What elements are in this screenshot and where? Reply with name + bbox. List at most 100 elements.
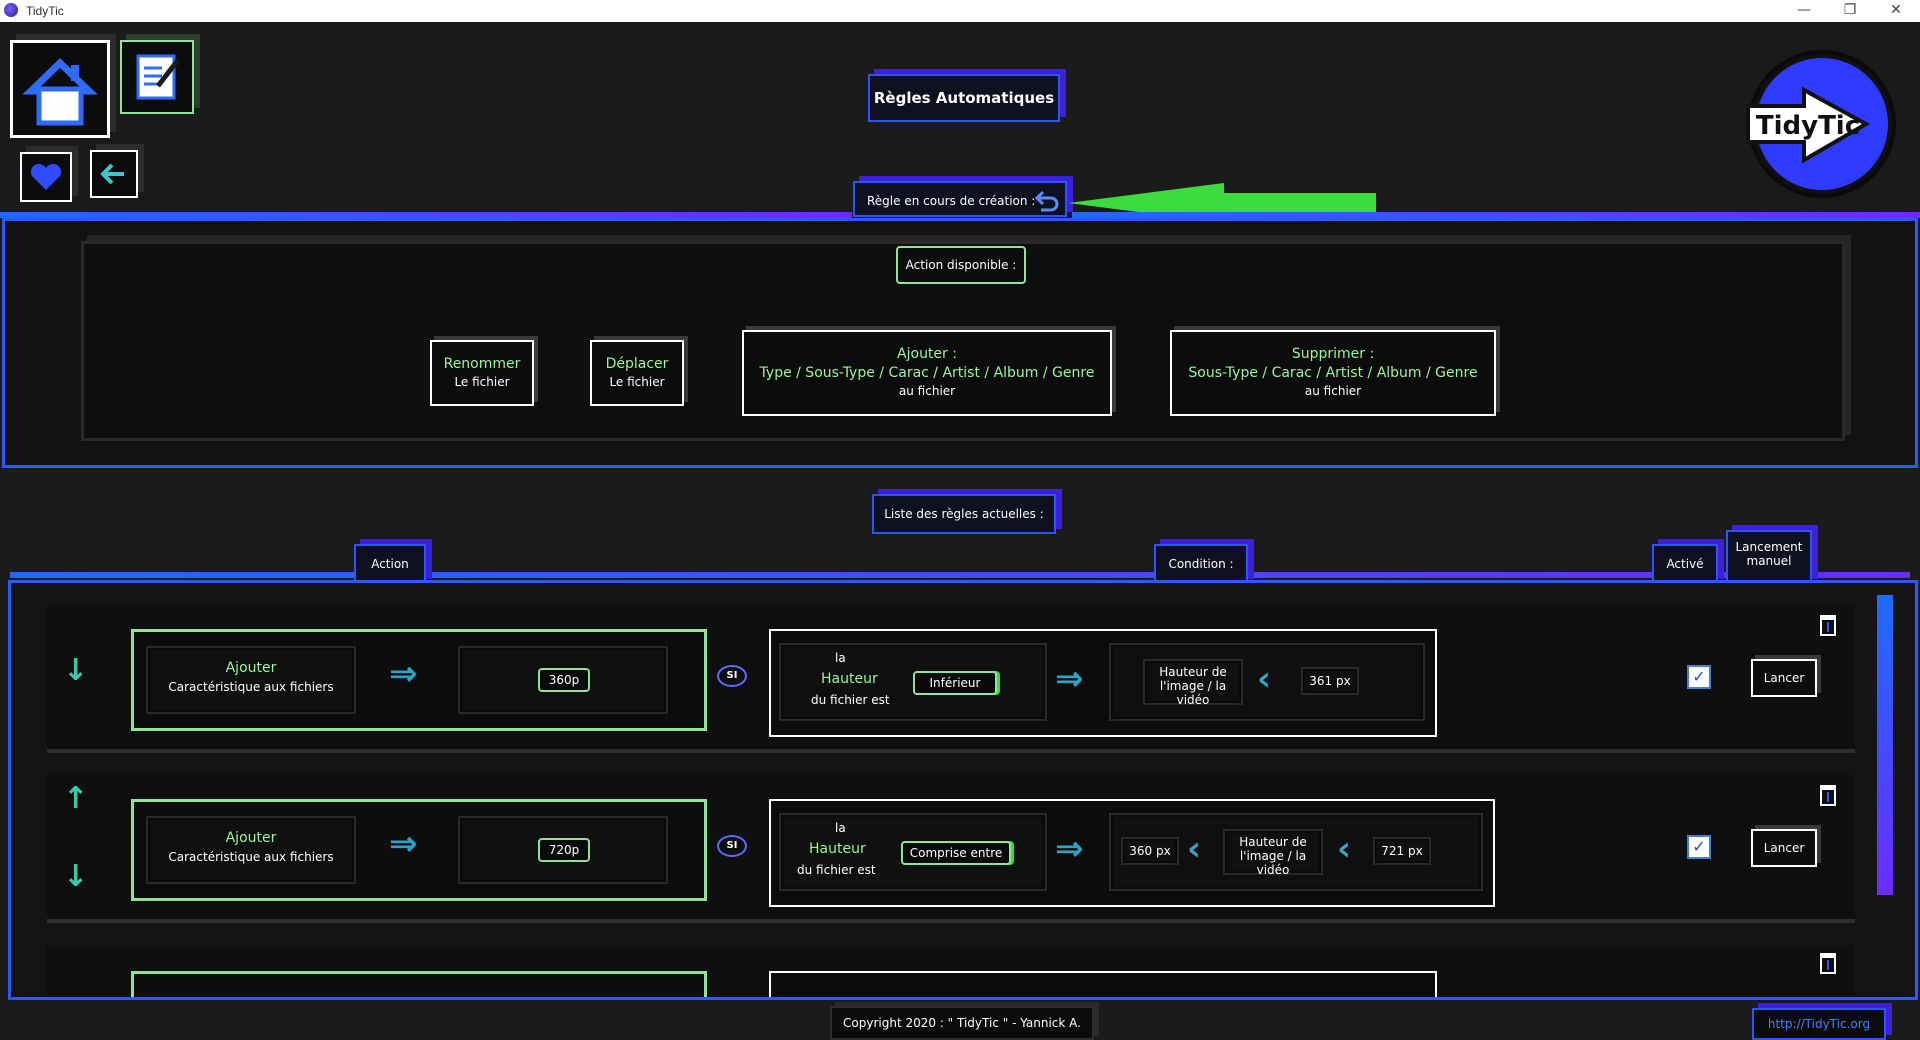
threshold-value[interactable]: 361 px [1301, 667, 1359, 695]
remove-label: Supprimer : [1291, 346, 1375, 362]
rule-row: ↑ ↓ Ajouter Caractéristique aux fichiers… [47, 775, 1855, 919]
launch-button[interactable]: Lancer [1751, 659, 1817, 697]
tidytic-logo: TidyTic [1744, 44, 1900, 202]
window-titlebar: TidyTic — ❐ ✕ [0, 0, 1920, 22]
action-value[interactable]: 360p [538, 668, 590, 692]
property-cell: Hauteur de l'image / la vidéo [1223, 829, 1323, 877]
add-metadata-button[interactable]: Ajouter : Type / Sous-Type / Carac / Art… [742, 330, 1112, 416]
min-value[interactable]: 360 px [1121, 837, 1179, 865]
less-than-icon: ‹ [1187, 829, 1202, 869]
action-type-sublabel: Caractéristique aux fichiers [168, 680, 334, 694]
heart-icon [30, 163, 62, 190]
home-button[interactable] [10, 40, 110, 138]
action-value[interactable]: 720p [538, 838, 590, 862]
condition-field: Hauteur [809, 841, 866, 857]
action-value-cell: 720p [458, 816, 668, 884]
rename-sublabel: Le fichier [454, 375, 510, 389]
column-action: Action [354, 544, 426, 584]
back-button[interactable] [90, 150, 138, 198]
close-button[interactable]: ✕ [1890, 2, 1902, 18]
rule-condition-box: la Hauteur du fichier est Comprise entre… [769, 799, 1495, 907]
rule-action-box [131, 971, 707, 997]
move-down-icon[interactable]: ↓ [63, 653, 89, 688]
trash-icon[interactable] [1817, 611, 1839, 637]
trash-icon[interactable] [1817, 781, 1839, 807]
move-up-icon[interactable]: ↑ [63, 781, 89, 816]
action-type-label: Ajouter [225, 660, 277, 676]
rules-list-title: Liste des règles actuelles : [872, 494, 1056, 534]
page-title: Règles Automatiques [868, 74, 1060, 122]
move-down-icon[interactable]: ↓ [63, 859, 89, 894]
max-value[interactable]: 721 px [1373, 837, 1431, 865]
arrow-right-icon: ⇒ [1055, 659, 1084, 699]
document-edit-icon [136, 54, 180, 100]
divider-band [0, 212, 852, 218]
operator-select[interactable]: Comprise entre [901, 841, 1011, 865]
property-l1: Hauteur de [1159, 665, 1227, 679]
divider-band [10, 572, 1910, 578]
undo-icon[interactable] [1033, 188, 1059, 214]
move-file-button[interactable]: Déplacer Le fichier [590, 340, 684, 406]
add-fields: Type / Sous-Type / Carac / Artist / Albu… [759, 365, 1095, 381]
condition-article: la [835, 651, 846, 665]
remove-metadata-button[interactable]: Supprimer : Sous-Type / Carac / Artist /… [1170, 330, 1496, 416]
action-type-cell: Ajouter Caractéristique aux fichiers [146, 646, 356, 714]
trash-icon[interactable] [1817, 949, 1839, 975]
condition-article: la [835, 821, 846, 835]
property-l2: l'image / la vidéo [1239, 849, 1307, 877]
condition-cell: la Hauteur du fichier est Inférieur [779, 643, 1047, 721]
launch-button[interactable]: Lancer [1751, 829, 1817, 867]
rename-file-button[interactable]: Renommer Le fichier [430, 340, 534, 406]
condition-cell: la Hauteur du fichier est Comprise entre [779, 813, 1047, 891]
action-type-cell: Ajouter Caractéristique aux fichiers [146, 816, 356, 884]
si-icon: SI [717, 835, 747, 857]
home-icon [22, 58, 98, 126]
condition-value-cell: 360 px ‹ Hauteur de l'image / la vidéo ‹… [1109, 813, 1483, 891]
footer-copyright: Copyright 2020 : " TidyTic " - Yannick A… [830, 1006, 1094, 1040]
remove-fields: Sous-Type / Carac / Artist / Album / Gen… [1188, 365, 1478, 381]
less-than-icon: ‹ [1337, 829, 1352, 869]
rules-editor-button[interactable] [120, 40, 194, 114]
column-manual-l2: manuel [1746, 554, 1792, 568]
window-title: TidyTic [26, 4, 64, 18]
column-condition: Condition : [1154, 544, 1248, 584]
add-label: Ajouter : [897, 346, 957, 362]
rule-condition-box [769, 971, 1437, 997]
rename-label: Renommer [443, 356, 521, 372]
condition-suffix: du fichier est [797, 863, 876, 877]
active-checkbox[interactable]: ✓ [1687, 665, 1711, 689]
maximize-button[interactable]: ❐ [1843, 2, 1857, 18]
minimize-button[interactable]: — [1797, 2, 1811, 18]
property-l2: l'image / la vidéo [1159, 679, 1227, 707]
property-l1: Hauteur de [1239, 835, 1307, 849]
less-than-icon: ‹ [1257, 659, 1272, 699]
rule-row: ↓ Ajouter Caractéristique aux fichiers ⇒… [47, 605, 1855, 749]
property-cell: Hauteur de l'image / la vidéo [1143, 659, 1243, 707]
arrow-right-icon: ⇒ [389, 654, 418, 694]
app-icon [4, 3, 18, 17]
svg-text:TidyTic: TidyTic [1756, 111, 1860, 141]
condition-value-cell: Hauteur de l'image / la vidéo ‹ 361 px [1109, 643, 1425, 721]
active-checkbox[interactable]: ✓ [1687, 835, 1711, 859]
move-sublabel: Le fichier [609, 375, 665, 389]
action-value-cell: 360p [458, 646, 668, 714]
column-manual-launch: Lancement manuel [1726, 530, 1812, 584]
scrollbar-thumb[interactable] [1877, 595, 1893, 895]
add-sublabel: au fichier [898, 384, 956, 398]
available-actions-title: Action disponible : [896, 246, 1026, 284]
favorites-button[interactable] [20, 152, 72, 202]
rule-action-box: Ajouter Caractéristique aux fichiers ⇒ 3… [131, 629, 707, 731]
divider-band [1072, 212, 1920, 218]
arrow-left-icon [100, 163, 124, 185]
condition-suffix: du fichier est [811, 693, 890, 707]
remove-sublabel: au fichier [1304, 384, 1362, 398]
action-type-label: Ajouter [225, 830, 277, 846]
operator-select[interactable]: Inférieur [913, 671, 997, 695]
rule-creation-text: Règle en cours de création : [867, 194, 1036, 208]
rule-condition-box: la Hauteur du fichier est Inférieur ⇒ Ha… [769, 629, 1437, 737]
rule-action-box: Ajouter Caractéristique aux fichiers ⇒ 7… [131, 799, 707, 901]
si-icon: SI [717, 665, 747, 687]
rule-creation-label: Règle en cours de création : [853, 181, 1067, 217]
condition-field: Hauteur [821, 671, 878, 687]
footer-link[interactable]: http://TidyTic.org [1752, 1008, 1886, 1040]
